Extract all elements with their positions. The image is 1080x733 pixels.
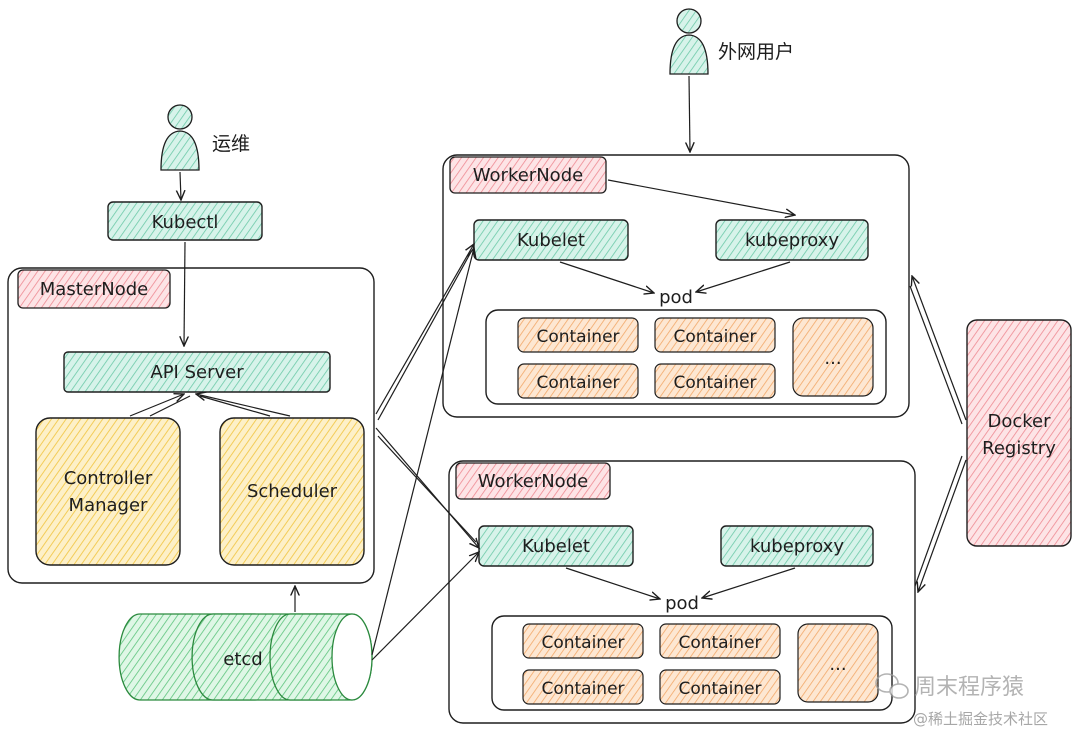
wechat-watermark: 周末程序猿 @稀土掘金技术社区 <box>875 673 1048 728</box>
arrow-master-to-worker-2-kubelet-sketch <box>377 435 477 543</box>
worker-node-2-kubelet-label: Kubelet <box>522 536 590 557</box>
worker-node-1-container-1 <box>517 317 639 353</box>
worker-node-2-more-containers <box>797 623 879 703</box>
worker-node-1-pod-box <box>485 309 887 405</box>
worker-node-2-container-4 <box>659 669 781 705</box>
worker-node-2-container: WorkerNode Kubelet kubeproxy pod Contain… <box>448 460 916 724</box>
external-user-label: 外网用户 <box>718 41 794 63</box>
docker-registry-box: Docker Registry <box>966 319 1072 547</box>
controller-manager-label-line2: Manager <box>69 495 148 516</box>
worker-node-2-container-3-label: Container <box>541 679 624 699</box>
master-node-title: MasterNode <box>40 279 148 300</box>
arrow-scheduler-to-api <box>196 394 291 417</box>
etcd-label: etcd <box>223 649 262 670</box>
docker-registry-label-line2: Registry <box>982 438 1056 459</box>
wechat-icon <box>875 673 909 699</box>
worker-node-2-container-1-label: Container <box>541 633 624 653</box>
worker-node-2-container-4-label: Container <box>678 679 761 699</box>
worker-node-1-container-4 <box>654 363 776 399</box>
worker-node-2-more-label: ... <box>829 654 846 675</box>
arrow-kubelet-2-to-pod <box>565 567 660 599</box>
worker-node-1-container-3 <box>517 363 639 399</box>
arrow-etcd-to-worker-1 <box>371 248 474 656</box>
worker-node-2-kubeproxy-label: kubeproxy <box>750 536 844 557</box>
worker-node-2-kubeproxy-box <box>720 525 874 567</box>
worker-node-1-kubeproxy-box <box>715 219 869 261</box>
kubectl-box: Kubectl <box>107 201 263 241</box>
arrow-etcd-to-worker-2 <box>371 552 479 661</box>
worker-node-2-pod-box <box>491 615 893 711</box>
worker-node-2-title-badge <box>455 462 611 500</box>
arrow-registry-to-worker-2-sketch <box>914 455 963 587</box>
worker-node-1-kubelet-box <box>473 219 629 261</box>
worker-node-1-container-4-label: Container <box>673 373 756 393</box>
arrow-kubeproxy-2-to-pod <box>702 567 796 598</box>
controller-manager-label-line1: Controller <box>64 468 153 489</box>
worker-node-2-container-2 <box>659 623 781 659</box>
arrow-kubeproxy-1-to-pod <box>696 261 791 292</box>
worker-node-1-container: WorkerNode Kubelet kubeproxy pod Contain… <box>442 154 910 418</box>
worker-node-2-container-1 <box>522 623 644 659</box>
docker-registry-label-line1: Docker <box>987 411 1051 432</box>
arrow-ops-to-kubectl <box>180 171 181 200</box>
worker-node-2-title: WorkerNode <box>478 471 588 492</box>
arrow-master-to-worker-1-kubelet-sketch <box>377 251 472 421</box>
master-node-title-badge <box>17 269 171 309</box>
scheduler-label: Scheduler <box>247 481 338 502</box>
connector-arrows <box>129 75 967 661</box>
watermark-wechat-text: 周末程序猿 <box>914 675 1024 700</box>
worker-node-1-pod-label: pod <box>659 287 693 308</box>
worker-node-2-pod-label: pod <box>665 593 699 614</box>
arrow-registry-to-worker-1 <box>912 276 967 421</box>
api-server-label: API Server <box>150 362 244 383</box>
arrow-controller-to-api-sketch <box>149 395 191 417</box>
worker-node-2-container-3 <box>522 669 644 705</box>
worker-node-1-more-label: ... <box>824 348 841 369</box>
arrow-controller-to-api <box>129 394 184 417</box>
arrow-kubelet-1-to-pod <box>559 261 654 293</box>
worker-node-1-more-containers <box>792 317 874 397</box>
worker-node-1-container-2-label: Container <box>673 327 756 347</box>
worker-node-1-title: WorkerNode <box>473 165 583 186</box>
arrow-master-to-worker-1-kubelet <box>375 244 474 415</box>
worker-node-1-kubeproxy-label: kubeproxy <box>745 230 839 251</box>
arrow-scheduler-to-api-sketch <box>199 395 271 417</box>
kubectl-label: Kubectl <box>152 212 219 233</box>
arrow-kubectl-to-api-server <box>184 241 185 346</box>
worker-node-1-title-badge <box>449 156 607 194</box>
watermark-site-text: @稀土掘金技术社区 <box>913 710 1048 728</box>
worker-node-2-container-2-label: Container <box>678 633 761 653</box>
scheduler-box <box>219 417 365 566</box>
master-node-container: MasterNode API Server Controller Manager… <box>7 267 375 584</box>
ops-label: 运维 <box>212 133 250 155</box>
arrow-registry-to-worker-1-sketch <box>909 285 963 425</box>
arrow-registry-to-worker-2 <box>918 459 967 592</box>
external-user-person-icon <box>669 8 709 75</box>
etcd-cylinder: etcd <box>118 613 373 701</box>
worker-node-1-container-3-label: Container <box>536 373 619 393</box>
ops-person-icon <box>160 104 200 171</box>
worker-node-1-container-2 <box>654 317 776 353</box>
arrow-worker-1-title-to-kubeproxy <box>607 179 795 215</box>
arrow-master-to-worker-2-kubelet <box>375 427 479 548</box>
worker-node-1-kubelet-label: Kubelet <box>517 230 585 251</box>
controller-manager-box <box>35 417 181 566</box>
worker-node-1-container-1-label: Container <box>536 327 619 347</box>
arrow-user-to-worker-node-1 <box>689 75 690 152</box>
